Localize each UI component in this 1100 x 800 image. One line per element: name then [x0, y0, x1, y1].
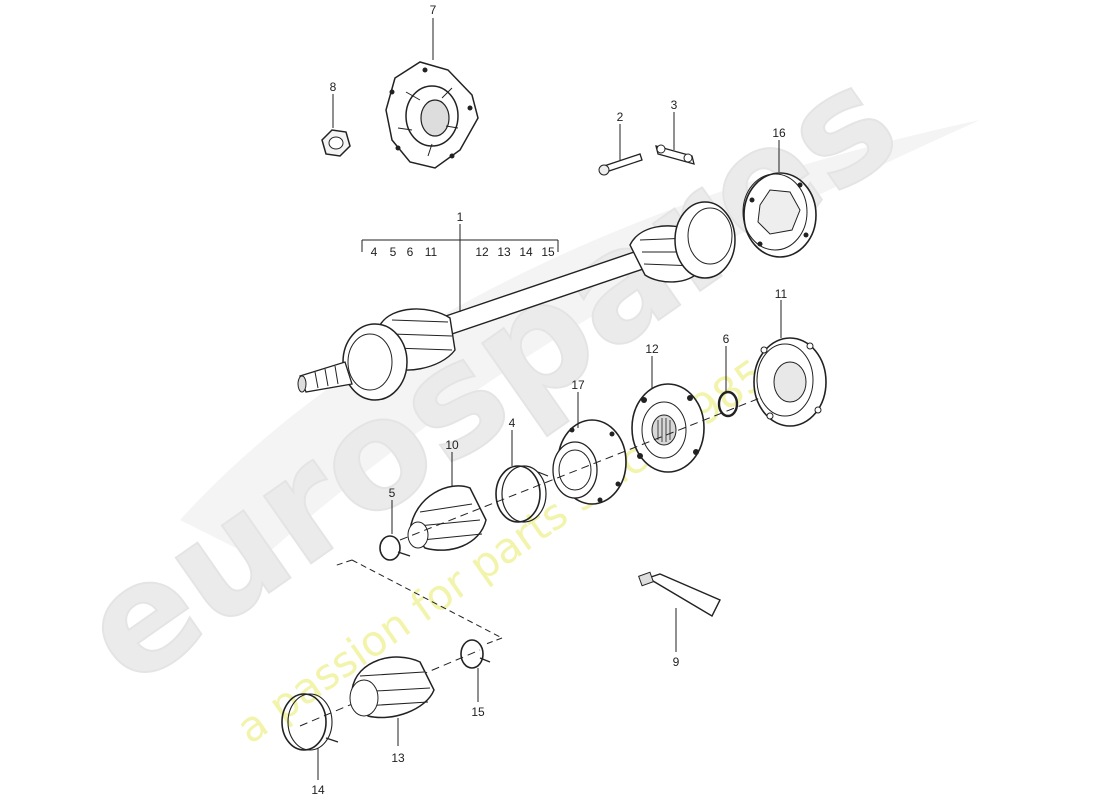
- callout-3: 3: [671, 98, 678, 112]
- lock-plate-icon: [655, 144, 695, 165]
- flange-icon: [385, 61, 479, 169]
- part-13-boot[interactable]: 13: [349, 656, 435, 765]
- hose-clamp-icon: [495, 465, 549, 523]
- callout-16: 16: [772, 126, 786, 140]
- component-5: 5: [390, 245, 397, 259]
- callout-12: 12: [645, 342, 659, 356]
- component-11: 11: [425, 245, 438, 259]
- part-10-boot[interactable]: 10: [407, 438, 487, 551]
- circlip-icon: [717, 390, 739, 418]
- part-3-lock-plate[interactable]: 3: [655, 98, 695, 165]
- hose-clamp-icon: [281, 693, 339, 751]
- seal-ring-icon: [742, 172, 817, 258]
- part-2-bolt[interactable]: 2: [598, 110, 643, 176]
- part-17-joint-cover[interactable]: 17: [552, 378, 627, 505]
- component-list: 4 5 6 11 12 13 14 15: [371, 245, 555, 259]
- part-9-grease-tube[interactable]: 9: [638, 571, 721, 669]
- callout-6: 6: [723, 332, 730, 346]
- component-13: 13: [497, 245, 511, 259]
- watermark: eurospares a passion for parts since 198…: [50, 32, 980, 753]
- callout-7: 7: [430, 3, 437, 17]
- callout-4: 4: [509, 416, 516, 430]
- part-8-hex-nut[interactable]: 8: [321, 80, 351, 157]
- component-12: 12: [475, 245, 489, 259]
- watermark-swoosh-icon: [180, 120, 980, 560]
- rubber-boot-icon: [407, 485, 487, 551]
- callout-8: 8: [330, 80, 337, 94]
- callout-17: 17: [571, 378, 585, 392]
- cv-joint-icon: [631, 383, 705, 473]
- hex-nut-icon: [321, 129, 351, 157]
- grease-tube-icon: [638, 571, 721, 617]
- hose-clamp-icon: [460, 639, 491, 669]
- callout-11: 11: [775, 287, 788, 301]
- callout-9: 9: [673, 655, 680, 669]
- cv-joint-icon: [753, 337, 827, 427]
- part-11-cv-joint-housing[interactable]: 11: [753, 287, 827, 427]
- component-6: 6: [407, 245, 414, 259]
- callout-5: 5: [389, 486, 396, 500]
- part-6-circlip[interactable]: 6: [717, 332, 739, 418]
- callout-15: 15: [471, 705, 485, 719]
- part-12-inner-joint[interactable]: 12: [631, 342, 705, 473]
- part-5-clamp[interactable]: 5: [379, 486, 411, 561]
- part-16-seal[interactable]: 16: [742, 126, 817, 258]
- part-15-clamp[interactable]: 15: [460, 639, 491, 719]
- callout-13: 13: [391, 751, 405, 765]
- callout-2: 2: [617, 110, 624, 124]
- part-1-drive-shaft-assembly[interactable]: 1 4 5 6 11 12 13 14 15: [297, 201, 736, 401]
- component-14: 14: [519, 245, 533, 259]
- callout-10: 10: [445, 438, 459, 452]
- bolt-icon: [598, 153, 643, 176]
- part-4-clamp-band[interactable]: 4: [495, 416, 549, 523]
- component-4: 4: [371, 245, 378, 259]
- flange-icon: [552, 419, 627, 505]
- callout-1: 1: [457, 210, 464, 224]
- drive-shaft-icon: [297, 201, 736, 401]
- part-7-drive-flange[interactable]: 7: [385, 3, 479, 169]
- rubber-boot-icon: [349, 656, 435, 719]
- component-15: 15: [541, 245, 555, 259]
- hose-clamp-icon: [379, 535, 411, 561]
- part-14-clamp-band[interactable]: 14: [281, 693, 339, 797]
- callout-14: 14: [311, 783, 325, 797]
